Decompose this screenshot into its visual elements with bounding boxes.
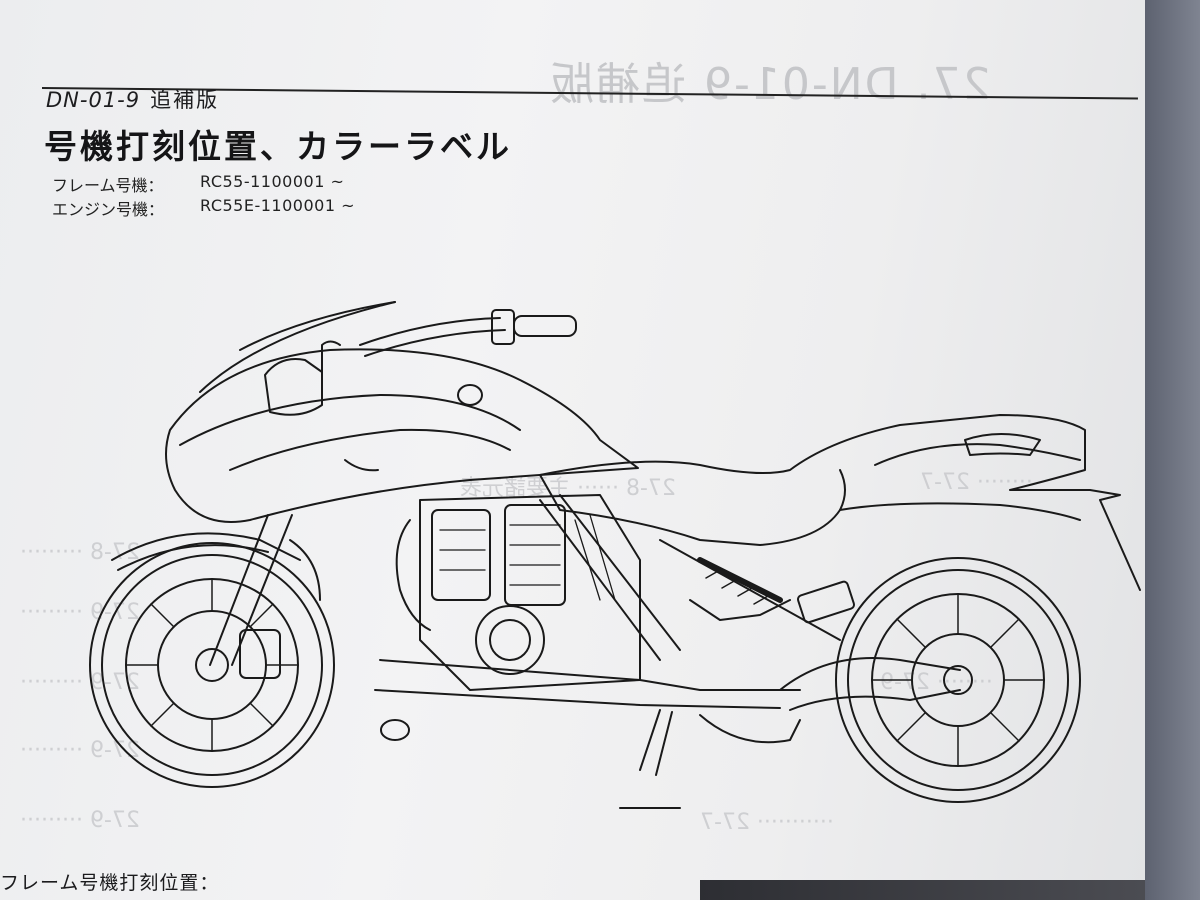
frame-number-row: フレーム号機： RC55-1100001 ~: [52, 172, 344, 196]
rear-wheel: [835, 557, 1081, 803]
motorcycle-illustration: [89, 301, 1141, 809]
frame-and-swingarm: [539, 494, 961, 809]
page-title: 号機打刻位置、カラーラベル: [44, 127, 512, 166]
frame-number-label: フレーム号機：: [52, 176, 164, 195]
photo-corner: [700, 880, 1145, 900]
background-strip: [1145, 0, 1200, 900]
seat-and-tail: [539, 414, 1141, 591]
engine-number-value: RC55E-1100001 ~: [200, 196, 355, 215]
edition-label: 追補版: [150, 88, 220, 112]
frame-number-value: RC55-1100001 ~: [200, 172, 345, 191]
handlebar: [359, 309, 577, 357]
fairing: [165, 301, 639, 523]
section-header: DN-01-9 追補版: [46, 84, 219, 114]
engine-number-label: エンジン号機：: [52, 200, 165, 219]
manual-page: 27. DN-01-9 追補版 27-8 ······ 主要諸元表 27-8 ·…: [0, 0, 1145, 900]
model-code: DN-01-9: [46, 88, 141, 112]
frame-number-location-label: フレーム号機打刻位置：: [0, 872, 220, 894]
engine-number-row: エンジン号機： RC55E-1100001 ~: [52, 196, 354, 220]
front-wheel: [89, 542, 335, 788]
engine: [374, 494, 801, 741]
front-fork: [111, 514, 321, 666]
